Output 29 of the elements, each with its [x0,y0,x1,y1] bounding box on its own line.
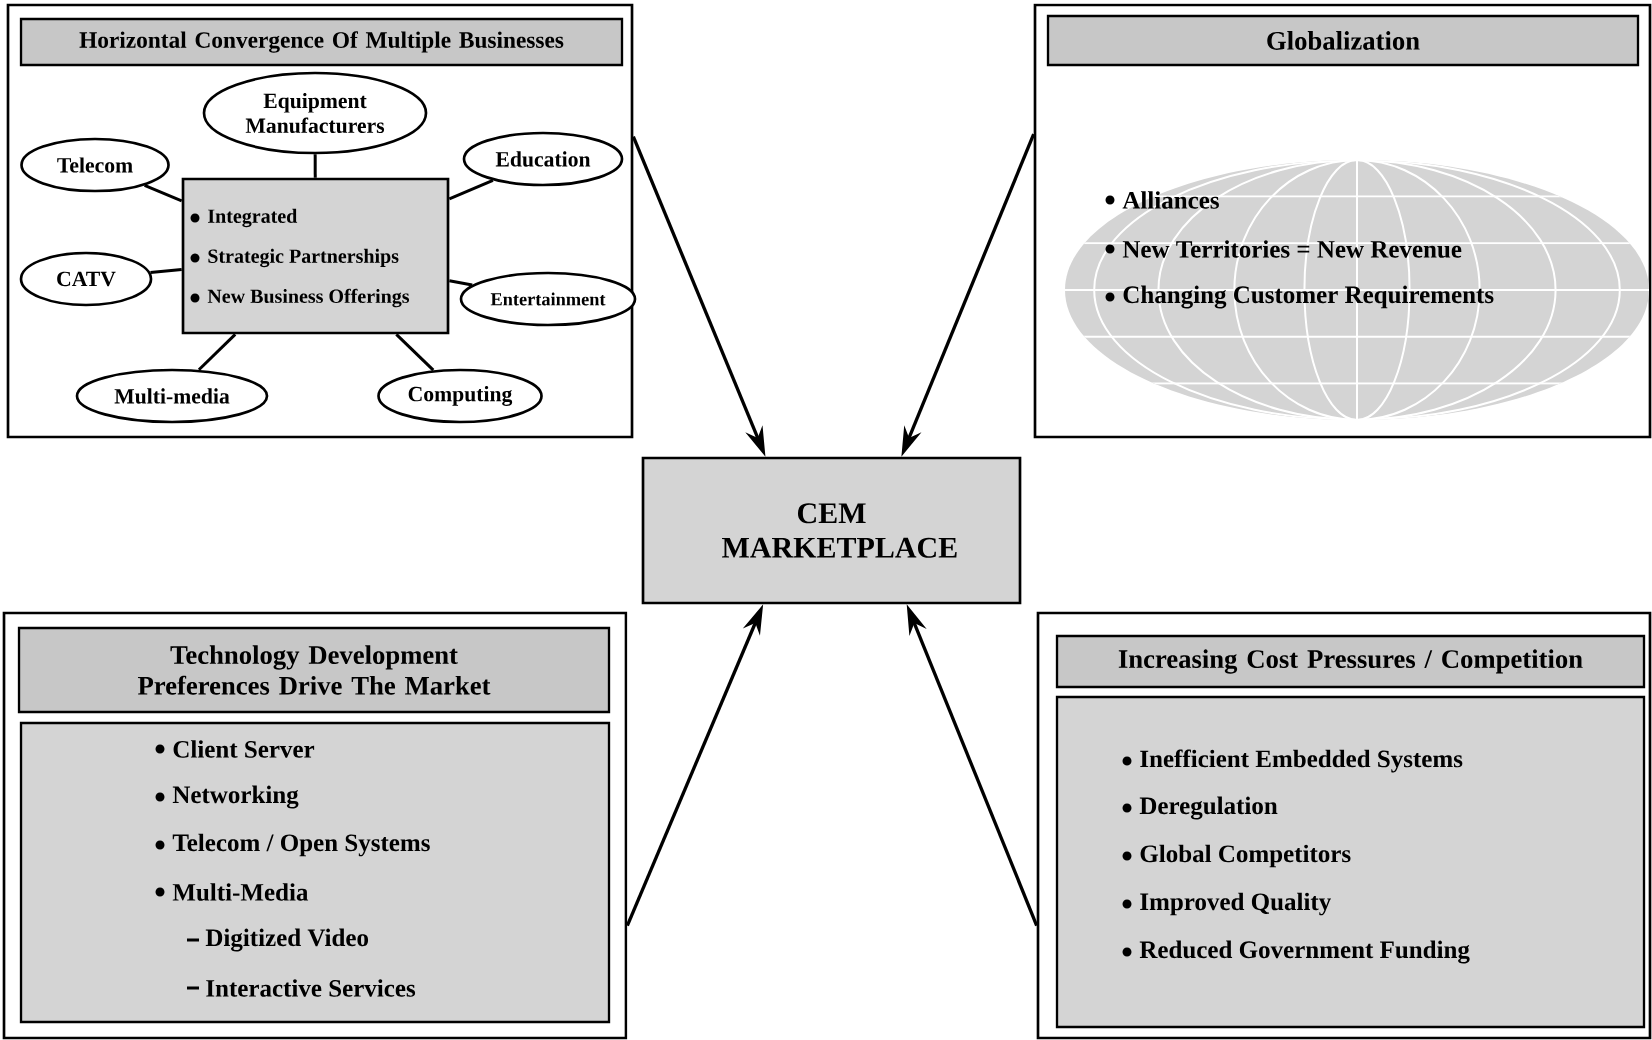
list-item: New Business Offerings [190,288,410,308]
list-item: Multi-Media [155,883,309,901]
connector-line [395,333,435,372]
list-item: Interactive Services [187,979,416,997]
list-item: Telecom / Open Systems [155,833,430,857]
connector-line [144,184,183,203]
connector-line [197,333,237,371]
connector-line [448,179,494,201]
list-item: Networking [155,785,299,809]
panel-heading: Technology Development Preferences Drive The Market [17,626,611,714]
list-item: Inefficient Embedded Systems [1122,749,1463,773]
list-item: Changing Customer Requirements [1105,285,1494,309]
list-item: Reduced Government Funding [1122,940,1470,964]
list-item: Client Server [155,740,315,758]
list-item: New Territories = New Revenue [1105,240,1462,258]
connector-line [313,154,317,178]
list-item: Improved Quality [1122,892,1331,916]
list-item: Strategic Partnerships [190,248,399,268]
list-item: Deregulation [1122,796,1278,820]
connector-line [449,279,473,287]
list-item: Digitized Video [187,928,369,952]
list-item: Alliances [1105,191,1219,209]
list-item: Integrated [190,208,298,228]
panel-heading: Horizontal Convergence Of Multiple Businesses [19,17,624,67]
connector-line [150,267,182,274]
list-item: Global Competitors [1122,844,1351,868]
panel-heading: Globalization [1046,14,1640,67]
panel-heading: Increasing Cost Pressures / Competition [1055,634,1646,689]
marketplace-box: CEM MARKETPLACE [641,456,1022,605]
